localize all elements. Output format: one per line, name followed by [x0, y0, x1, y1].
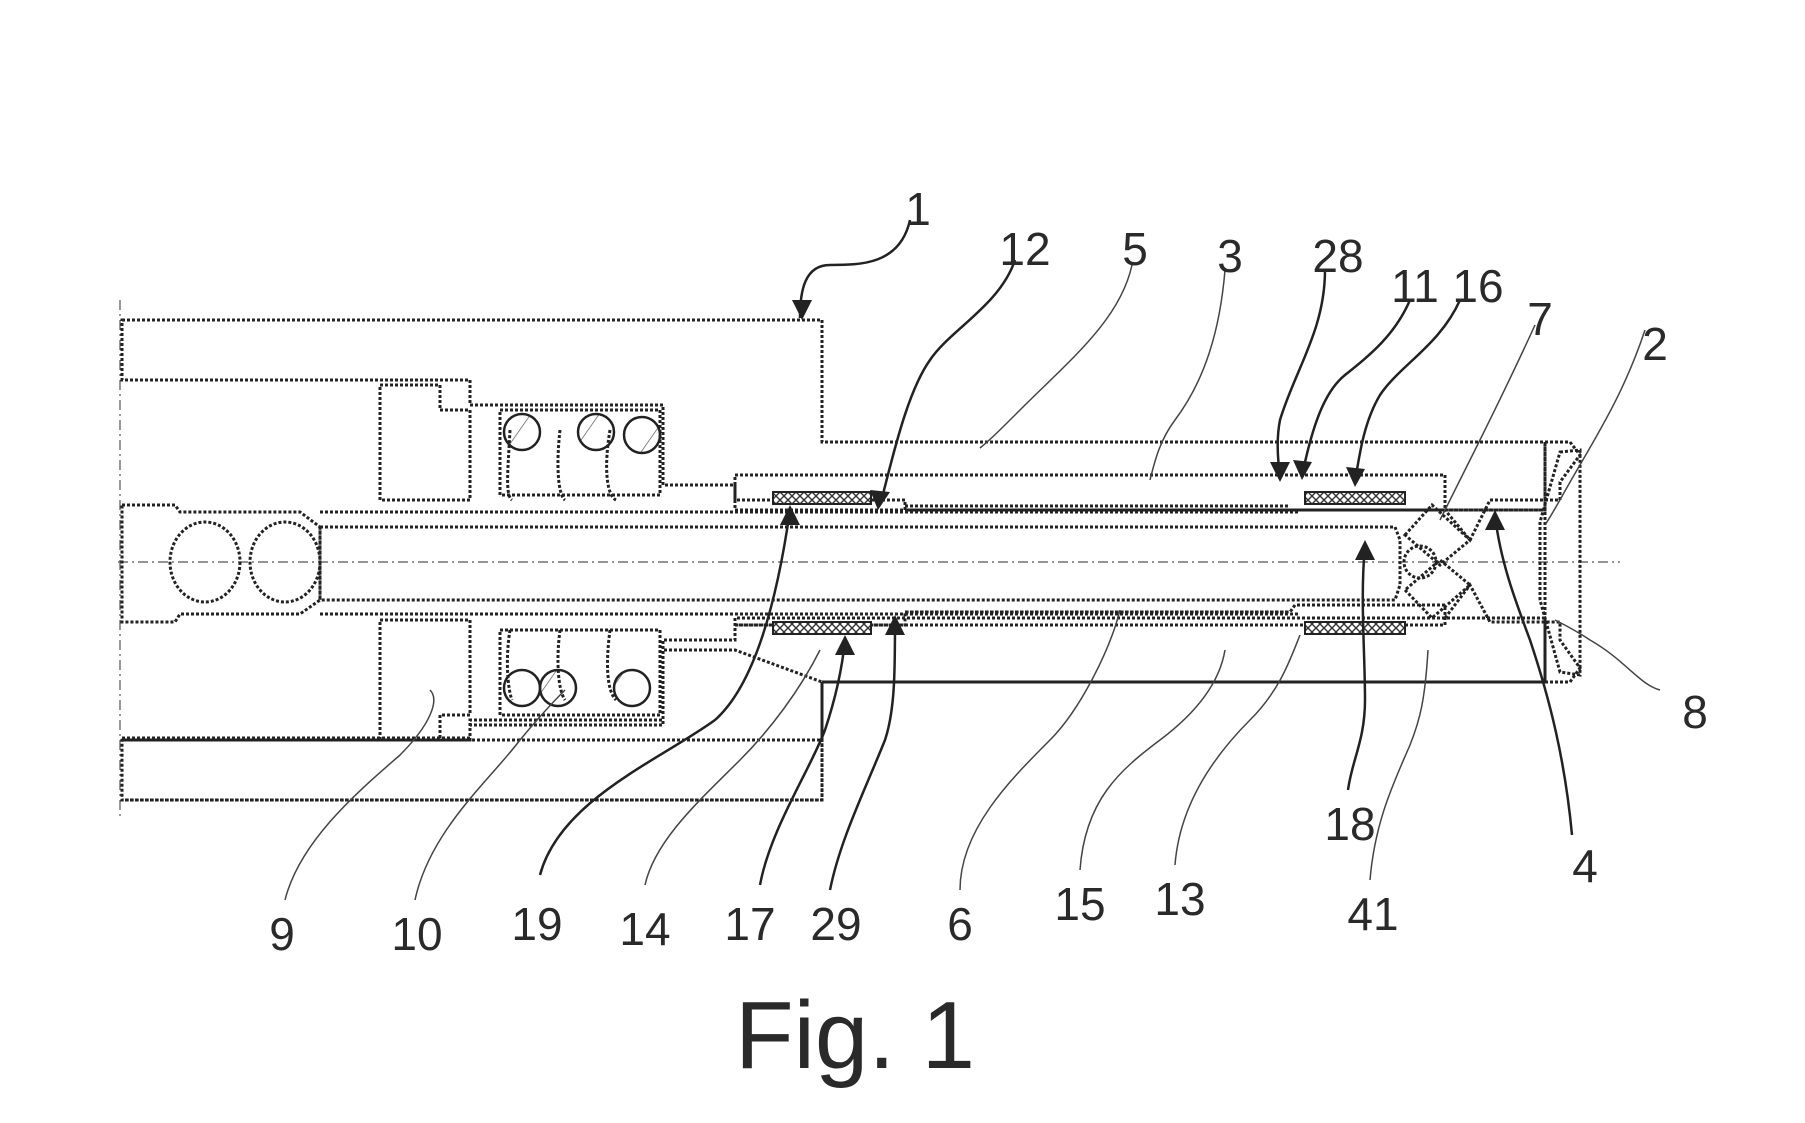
leader-1 — [798, 219, 912, 319]
arrowhead-11 — [1293, 460, 1312, 480]
ref-label-41: 41 — [1347, 888, 1398, 940]
arrowhead-17 — [835, 635, 855, 655]
ref-label-7: 7 — [1527, 293, 1553, 345]
ref-label-6: 6 — [947, 898, 973, 950]
leader-7 — [1439, 324, 1536, 521]
leader-12 — [878, 259, 1017, 506]
arrowhead-1 — [792, 300, 812, 320]
ref-label-10: 10 — [391, 908, 442, 960]
arrowhead-18 — [1355, 540, 1375, 560]
leader-10 — [414, 689, 566, 901]
ref-label-2: 2 — [1642, 318, 1668, 370]
ref-label-28: 28 — [1312, 230, 1363, 282]
ref-label-13: 13 — [1154, 873, 1205, 925]
ref-label-9: 9 — [269, 908, 295, 960]
seal-17 — [772, 621, 872, 635]
leader-13 — [1174, 634, 1301, 866]
ref-label-1: 1 — [905, 183, 931, 235]
leader-14 — [644, 649, 821, 886]
figure-caption: Fig. 1 — [735, 982, 975, 1089]
leader-8 — [1554, 619, 1661, 691]
leader-17 — [758, 639, 847, 886]
arrowhead-16 — [1346, 467, 1365, 487]
arrowhead-4 — [1485, 510, 1505, 530]
ref-label-15: 15 — [1054, 878, 1105, 930]
leader-28 — [1276, 269, 1327, 479]
leader-18 — [1346, 544, 1367, 791]
leader-3 — [1149, 269, 1226, 481]
ref-label-17: 17 — [724, 898, 775, 950]
seal-16 — [1304, 491, 1406, 505]
ref-label-29: 29 — [810, 898, 861, 950]
ref-label-8: 8 — [1682, 686, 1708, 738]
seal-18 — [1304, 621, 1406, 635]
leader-9 — [284, 689, 435, 901]
ref-label-5: 5 — [1122, 223, 1148, 275]
sleeve-assembly — [733, 473, 1447, 627]
ref-label-3: 3 — [1217, 230, 1243, 282]
leader-5 — [979, 264, 1133, 449]
tappet-end — [120, 503, 322, 624]
leader-16 — [1353, 299, 1462, 483]
arrowhead-19 — [780, 505, 800, 525]
leader-19 — [538, 509, 792, 876]
ref-label-16: 16 — [1452, 260, 1503, 312]
leader-2 — [1544, 329, 1646, 526]
ref-label-14: 14 — [619, 903, 670, 955]
leader-41 — [1369, 649, 1429, 881]
ref-label-11: 11 — [1391, 260, 1439, 312]
ref-label-12: 12 — [999, 223, 1050, 275]
leader-11 — [1300, 299, 1412, 476]
arrowhead-28 — [1270, 462, 1290, 482]
leader-29 — [828, 619, 897, 891]
ref-label-4: 4 — [1572, 840, 1598, 892]
piston-rod — [318, 510, 1402, 616]
leader-4 — [1493, 514, 1574, 836]
seal-19 — [772, 491, 872, 505]
piston — [378, 383, 472, 742]
leader-6 — [959, 609, 1121, 891]
arrowhead-12 — [870, 490, 890, 510]
spring — [498, 408, 662, 717]
ref-label-19: 19 — [511, 898, 562, 950]
ref-label-18: 18 — [1324, 798, 1375, 850]
leader-15 — [1079, 649, 1226, 871]
arrowhead-29 — [885, 615, 905, 635]
